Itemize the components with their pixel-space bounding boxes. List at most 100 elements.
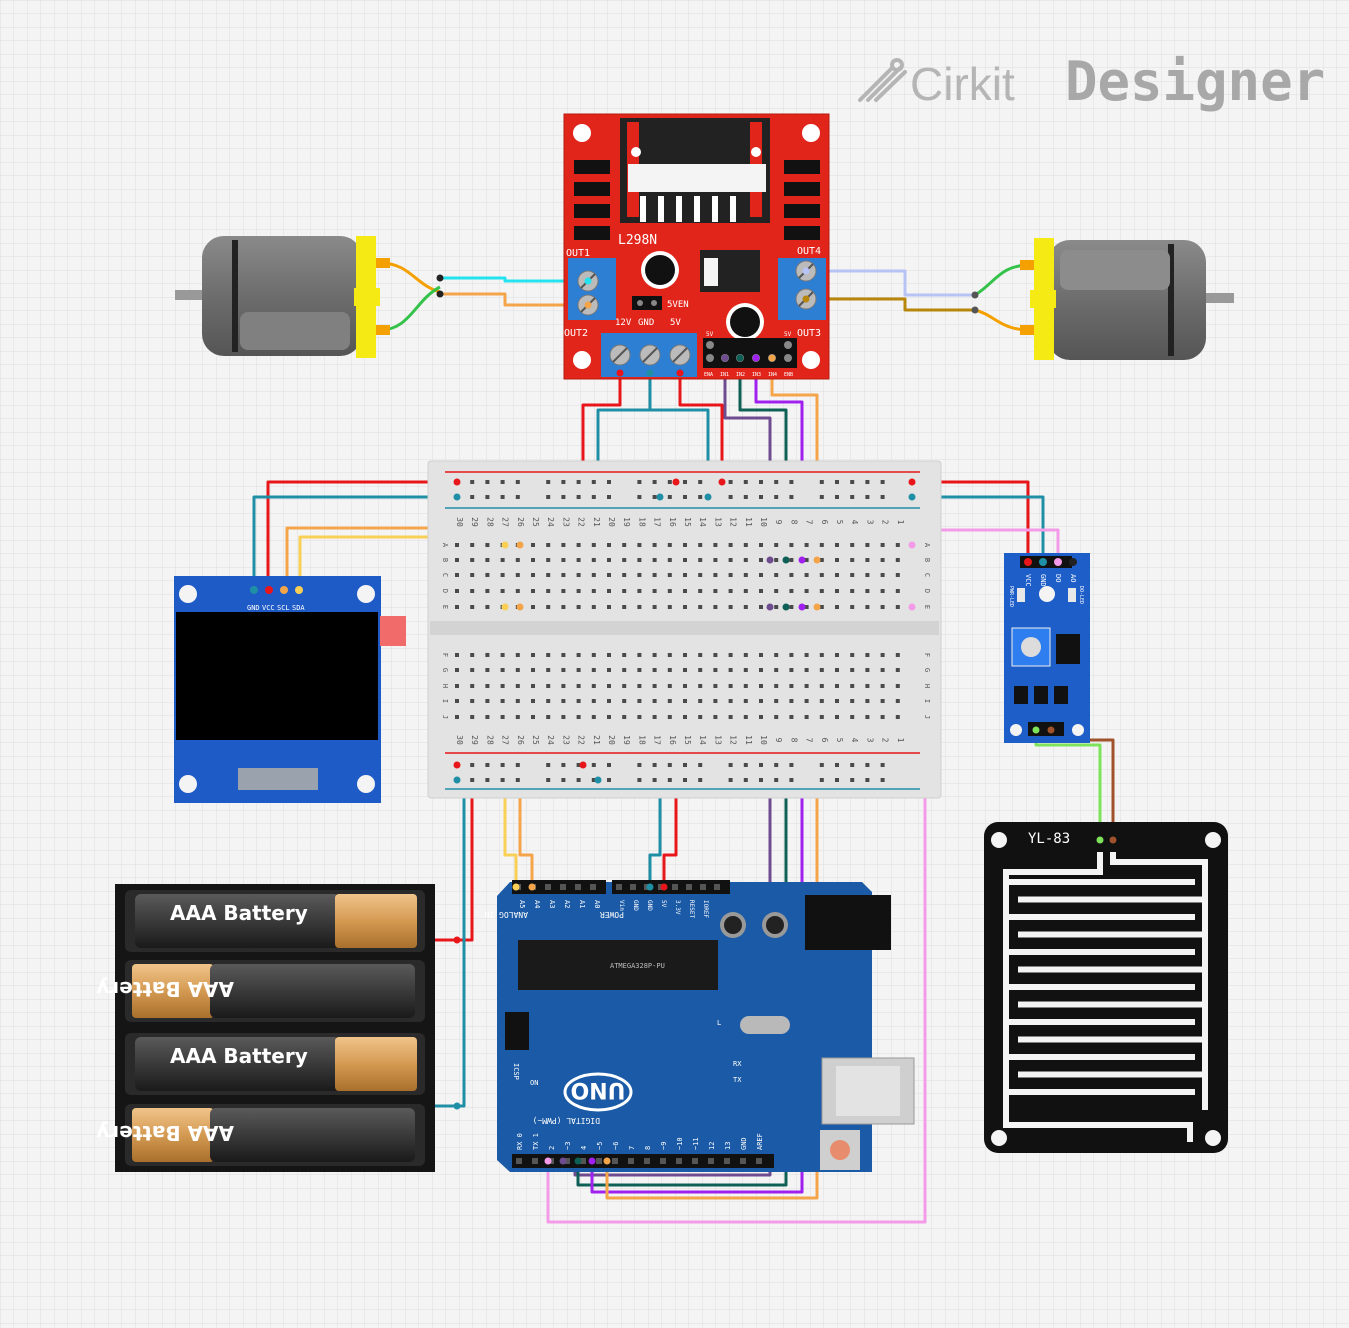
terminal-out1-out2[interactable] bbox=[568, 258, 616, 320]
l298n-driver[interactable]: L298N OUT1 OUT4 OUT2 OUT3 bbox=[563, 113, 830, 380]
wire-5v-driver[interactable] bbox=[678, 373, 724, 482]
breadboard-hole bbox=[743, 715, 748, 719]
row-letter: F bbox=[441, 653, 449, 657]
breadboard-hole bbox=[485, 573, 490, 577]
breadboard-hole bbox=[698, 668, 703, 672]
breadboard-hole bbox=[728, 543, 733, 547]
motor-left[interactable] bbox=[175, 236, 390, 358]
module-pin bbox=[1039, 558, 1047, 566]
motor-shaft bbox=[175, 290, 205, 300]
capacitor bbox=[724, 916, 742, 934]
breadboard-hole bbox=[546, 668, 551, 672]
header-pin bbox=[692, 1158, 698, 1164]
wire-rail-red-right[interactable] bbox=[912, 480, 1030, 560]
breadboard-hole bbox=[759, 589, 763, 593]
breadboard-hole bbox=[713, 668, 718, 672]
header-analog[interactable] bbox=[512, 880, 606, 894]
motor-right[interactable] bbox=[1020, 238, 1234, 360]
breadboard-hole bbox=[652, 589, 657, 593]
column-number: 9 bbox=[774, 520, 783, 525]
rail-hole bbox=[561, 778, 566, 782]
breadboard-hole bbox=[455, 684, 459, 688]
rail-hole bbox=[667, 480, 672, 484]
connection-point bbox=[768, 354, 776, 362]
icsp-label: ICSP bbox=[512, 1063, 520, 1080]
motor-stripe bbox=[232, 240, 238, 352]
rail-hole bbox=[576, 495, 581, 499]
wire-motor-left-b[interactable] bbox=[440, 292, 588, 307]
breadboard-hole bbox=[880, 699, 885, 703]
connection-points bbox=[436, 267, 1117, 1165]
breadboard-hole bbox=[728, 684, 733, 688]
rail-hole bbox=[789, 778, 794, 782]
control-header[interactable] bbox=[703, 338, 797, 368]
breadboard-hole bbox=[759, 653, 763, 657]
header-pin bbox=[564, 1158, 570, 1164]
breadboard-hole bbox=[455, 699, 459, 703]
row-letter: D bbox=[441, 589, 449, 593]
header-digital[interactable] bbox=[512, 1154, 774, 1168]
icsp-header[interactable] bbox=[505, 1012, 529, 1050]
breadboard-hole bbox=[637, 589, 642, 593]
row-letter: I bbox=[923, 699, 931, 703]
rain-probe[interactable]: YL-83 bbox=[984, 822, 1228, 1153]
wire-rail-teal-left[interactable] bbox=[252, 495, 457, 590]
digital-pin-label: AREF bbox=[756, 1133, 764, 1150]
breadboard-hole bbox=[743, 684, 748, 688]
breadboard-hole bbox=[622, 573, 627, 577]
breadboard-hole bbox=[561, 573, 566, 577]
breadboard-hole bbox=[470, 715, 475, 719]
potentiometer-knob bbox=[1021, 637, 1041, 657]
rail-hole bbox=[835, 495, 839, 499]
breadboard-hole bbox=[713, 715, 718, 719]
breadboard-hole bbox=[789, 573, 794, 577]
connection-point bbox=[512, 883, 520, 891]
breadboard-hole bbox=[683, 684, 687, 688]
5ven-jumper[interactable] bbox=[632, 296, 662, 310]
rail-hole bbox=[515, 495, 520, 499]
wire-motor-right-a[interactable] bbox=[812, 269, 975, 297]
wire-rail-teal-right[interactable] bbox=[912, 495, 1045, 560]
arduino-uno[interactable]: ATMEGA328P-PU ICSP UNO ANALOG IN POWER D… bbox=[484, 880, 915, 1172]
connection-point bbox=[813, 603, 821, 611]
wire-motor-left-a[interactable] bbox=[440, 276, 588, 283]
column-number: 24 bbox=[546, 517, 555, 527]
breadboard-hole bbox=[531, 543, 535, 547]
connection-point bbox=[908, 603, 916, 611]
breadboard-hole bbox=[789, 653, 794, 657]
breadboard-hole bbox=[880, 605, 885, 609]
column-number: 24 bbox=[546, 735, 555, 745]
column-number: 12 bbox=[729, 735, 738, 745]
breadboard-hole bbox=[607, 605, 611, 609]
comparator-chip bbox=[1056, 634, 1080, 664]
wire-motor-right-b[interactable] bbox=[812, 297, 975, 312]
connection-point bbox=[616, 369, 624, 377]
out2-label: OUT2 bbox=[564, 328, 588, 339]
mount-hole bbox=[991, 1130, 1007, 1146]
breadboard-hole bbox=[637, 558, 642, 562]
breadboard-hole bbox=[652, 715, 657, 719]
wire-rail-red-left[interactable] bbox=[266, 480, 457, 590]
control-pin-label: IN1 bbox=[720, 372, 729, 378]
breadboard-hole bbox=[515, 558, 520, 562]
potentiometer[interactable] bbox=[1011, 627, 1051, 667]
rail-hole bbox=[759, 480, 763, 484]
connection-point bbox=[516, 541, 524, 549]
column-number: 25 bbox=[531, 517, 540, 527]
digital-pin-label: ~5 bbox=[596, 1142, 604, 1150]
control-pin-label: IN4 bbox=[768, 372, 777, 378]
wire-gnd-driver-2[interactable] bbox=[648, 373, 710, 497]
header-power[interactable] bbox=[612, 880, 730, 894]
cell-cap bbox=[335, 894, 417, 948]
breadboard-hole bbox=[895, 653, 900, 657]
breadboard-hole bbox=[774, 668, 779, 672]
connection-point bbox=[908, 493, 916, 501]
terminal-out3-out4[interactable] bbox=[778, 258, 826, 320]
breadboard-hole bbox=[819, 699, 824, 703]
breadboard-hole bbox=[546, 699, 551, 703]
connection-point bbox=[676, 369, 684, 377]
